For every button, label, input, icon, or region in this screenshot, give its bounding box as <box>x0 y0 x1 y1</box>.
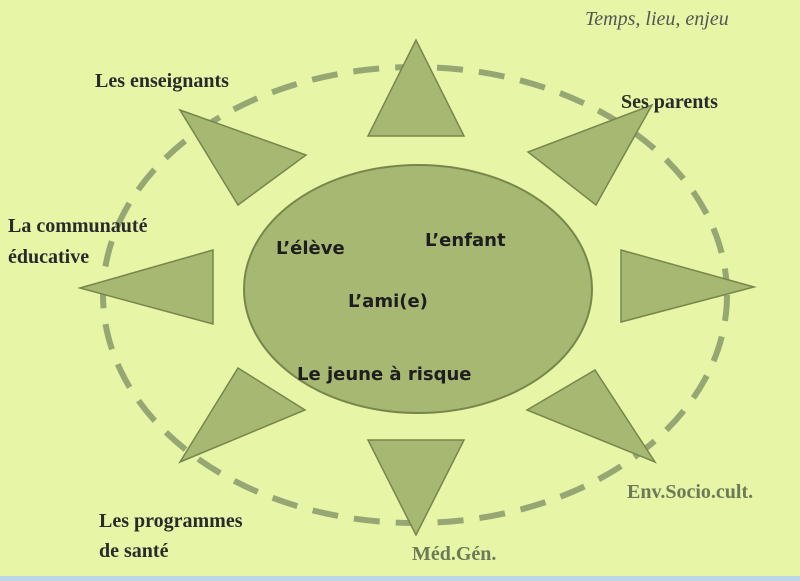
label-general-practitioner: Méd.Gén. <box>412 543 496 565</box>
ray-top-right <box>526 103 654 207</box>
center-label-student: L’élève <box>276 238 345 259</box>
label-parents: Ses parents <box>621 91 718 113</box>
ray-top-left <box>178 108 308 207</box>
label-teachers: Les enseignants <box>95 70 229 92</box>
ray-right <box>620 249 757 323</box>
center-label-friend: L’ami(e) <box>348 291 428 312</box>
label-environment: Env.Socio.cult. <box>627 481 753 503</box>
ray-top <box>366 38 466 137</box>
corner-note: Temps, lieu, enjeu <box>585 8 729 30</box>
label-community-line1: La communauté <box>8 215 148 237</box>
label-community-line2: éducative <box>8 246 89 268</box>
bottom-rule <box>0 576 800 581</box>
center-label-child: L’enfant <box>425 230 506 251</box>
ray-left <box>77 249 214 325</box>
label-health-programs-line2: de santé <box>99 540 169 562</box>
ray-bottom <box>366 439 466 537</box>
ray-bottom-left <box>178 366 307 464</box>
center-label-youth-at-risk: Le jeune à risque <box>297 364 472 385</box>
label-health-programs-line1: Les programmes <box>99 510 243 532</box>
center-ellipse <box>243 164 593 414</box>
ray-bottom-right <box>525 368 657 464</box>
